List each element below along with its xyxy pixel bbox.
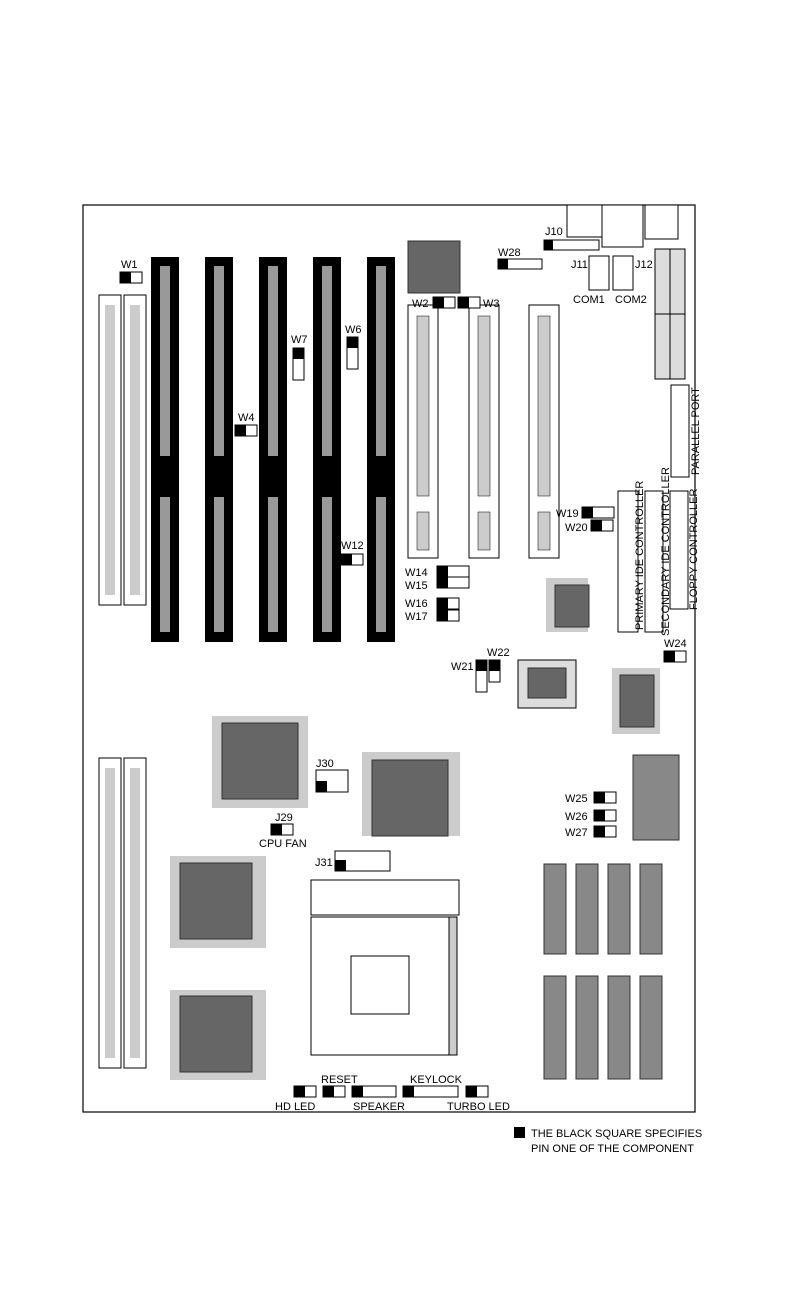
bios-chip xyxy=(408,241,460,293)
label-w22: W22 xyxy=(487,647,510,659)
label-w17: W17 xyxy=(405,611,428,623)
label-w12: W12 xyxy=(341,540,364,552)
label-w25: W25 xyxy=(565,793,588,805)
label-turbo-led: TURBO LED xyxy=(447,1101,510,1113)
label-w21: W21 xyxy=(451,661,474,673)
label-speaker: SPEAKER xyxy=(353,1101,405,1113)
power-connector xyxy=(655,249,685,379)
label-w20: W20 xyxy=(565,522,588,534)
dram-chips xyxy=(544,864,662,1079)
label-w24: W24 xyxy=(664,638,687,650)
label-secondary-ide: SECONDARY IDE CONTROLLER xyxy=(660,467,672,636)
label-primary-ide: PRIMARY IDE CONTROLLER xyxy=(634,481,646,630)
label-reset: RESET xyxy=(321,1074,358,1086)
legend-pin-one-icon xyxy=(514,1127,525,1138)
label-j11: J11 xyxy=(571,259,588,271)
com2-header xyxy=(613,256,633,290)
label-hd-led: HD LED xyxy=(275,1101,315,1113)
label-w2: W2 xyxy=(412,298,429,310)
floppy-header xyxy=(670,491,688,609)
label-cpu-fan: CPU FAN xyxy=(259,838,307,850)
simm-sockets-bottom xyxy=(99,758,146,1068)
pci-slots xyxy=(408,305,559,558)
label-w16: W16 xyxy=(405,598,428,610)
j10-header xyxy=(544,240,599,250)
label-w27: W27 xyxy=(565,827,588,839)
label-keylock: KEYLOCK xyxy=(410,1074,463,1086)
label-w28: W28 xyxy=(498,247,521,259)
label-w3: W3 xyxy=(483,298,500,310)
label-w7: W7 xyxy=(291,334,308,346)
w28-jumper xyxy=(498,259,542,269)
label-j31: J31 xyxy=(315,857,333,869)
label-w4: W4 xyxy=(238,412,255,424)
label-w1: W1 xyxy=(121,259,138,271)
label-w14: W14 xyxy=(405,567,428,579)
label-j12: J12 xyxy=(635,259,653,271)
isa-slots xyxy=(151,257,395,642)
label-j10: J10 xyxy=(545,226,563,238)
label-com1: COM1 xyxy=(573,294,605,306)
legend-line2: PIN ONE OF THE COMPONENT xyxy=(531,1143,694,1155)
parallel-port-header xyxy=(671,385,689,477)
label-com2: COM2 xyxy=(615,294,647,306)
com1-header xyxy=(589,256,609,290)
label-w6: W6 xyxy=(345,324,362,336)
label-w26: W26 xyxy=(565,811,588,823)
label-parallel-port: PARALLEL PORT xyxy=(690,387,702,475)
label-w15: W15 xyxy=(405,580,428,592)
cpu-socket xyxy=(311,880,459,1055)
label-j30: J30 xyxy=(316,758,334,770)
label-w19: W19 xyxy=(556,508,579,520)
label-floppy: FLOPPY CONTROLLER xyxy=(688,489,700,610)
simm-sockets-top xyxy=(99,295,146,605)
label-j29: J29 xyxy=(275,812,293,824)
legend-line1: THE BLACK SQUARE SPECIFIES xyxy=(531,1128,702,1140)
